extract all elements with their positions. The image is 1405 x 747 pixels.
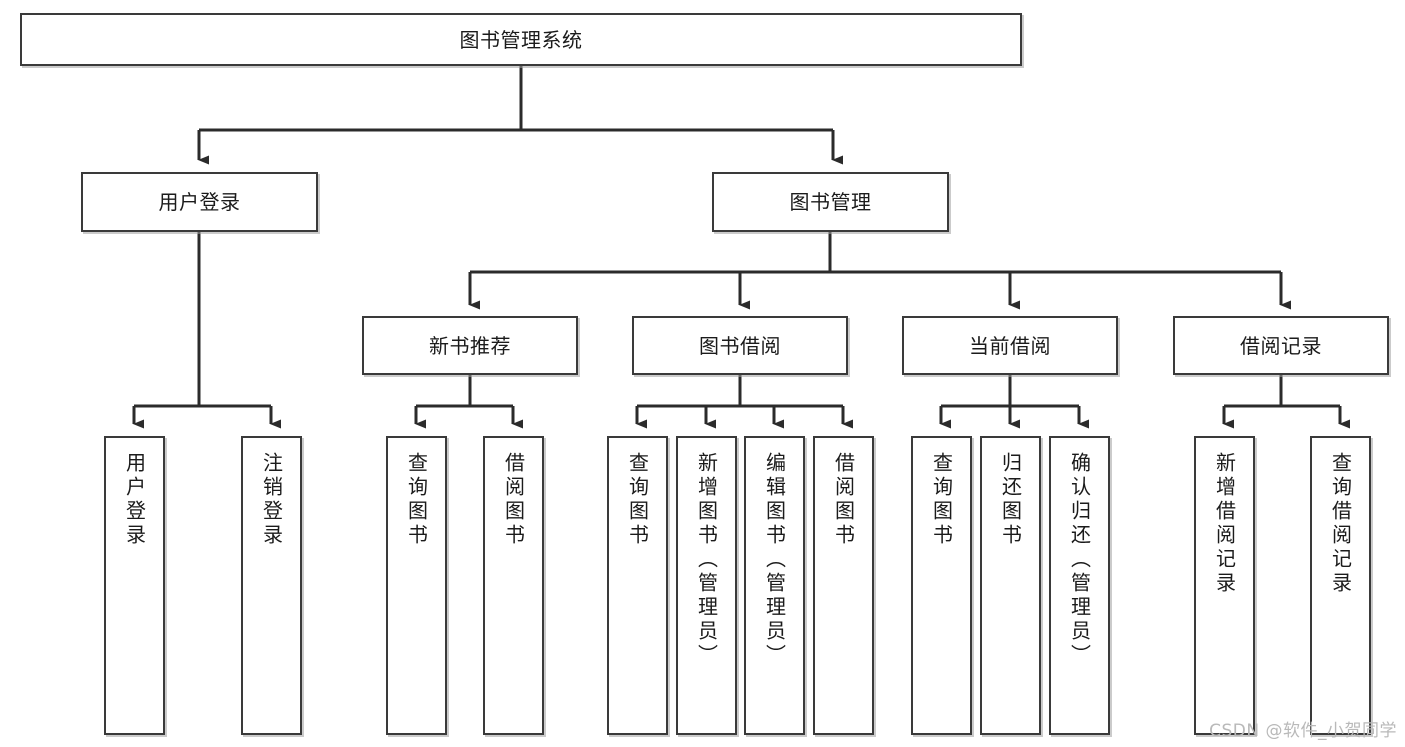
- node-login[interactable]: 用户登录: [81, 172, 318, 232]
- node-book-borrow-label: 图书借阅: [699, 333, 781, 358]
- node-leaf-return-book-label: 归还图书: [998, 452, 1023, 548]
- node-root[interactable]: 图书管理系统: [20, 13, 1022, 66]
- node-leaf-query-book-2-label: 查询图书: [625, 452, 650, 548]
- node-leaf-query-book-1[interactable]: 查询图书: [386, 436, 447, 735]
- node-leaf-return-book[interactable]: 归还图书: [980, 436, 1041, 735]
- node-borrow-record-label: 借阅记录: [1240, 333, 1322, 358]
- node-new-book-recommend-label: 新书推荐: [429, 333, 511, 358]
- node-leaf-confirm-return[interactable]: 确认归还（管理员）: [1049, 436, 1110, 735]
- node-leaf-edit-book[interactable]: 编辑图书（管理员）: [744, 436, 805, 735]
- node-book-management-label: 图书管理: [789, 190, 872, 214]
- node-leaf-user-logout[interactable]: 注销登录: [241, 436, 302, 735]
- node-current-borrow[interactable]: 当前借阅: [902, 316, 1118, 375]
- node-leaf-add-book[interactable]: 新增图书（管理员）: [676, 436, 737, 735]
- node-leaf-confirm-return-label: 确认归还（管理员）: [1067, 452, 1092, 668]
- node-leaf-query-book-3[interactable]: 查询图书: [911, 436, 972, 735]
- node-login-label: 用户登录: [158, 190, 241, 214]
- node-leaf-borrow-book-2[interactable]: 借阅图书: [813, 436, 874, 735]
- watermark-text: CSDN @软件_小贺同学: [1209, 721, 1397, 741]
- node-book-borrow[interactable]: 图书借阅: [632, 316, 848, 375]
- node-leaf-user-login[interactable]: 用户登录: [104, 436, 165, 735]
- node-leaf-user-login-label: 用户登录: [122, 452, 147, 548]
- node-leaf-query-borrow-record-label: 查询借阅记录: [1328, 452, 1353, 596]
- node-leaf-edit-book-label: 编辑图书（管理员）: [762, 452, 787, 668]
- node-leaf-query-book-3-label: 查询图书: [929, 452, 954, 548]
- node-leaf-borrow-book-2-label: 借阅图书: [831, 452, 856, 548]
- node-leaf-borrow-book-1-label: 借阅图书: [501, 452, 526, 548]
- node-new-book-recommend[interactable]: 新书推荐: [362, 316, 578, 375]
- node-current-borrow-label: 当前借阅: [969, 333, 1051, 358]
- node-leaf-query-book-2[interactable]: 查询图书: [607, 436, 668, 735]
- node-leaf-borrow-book-1[interactable]: 借阅图书: [483, 436, 544, 735]
- node-leaf-user-logout-label: 注销登录: [259, 452, 284, 548]
- node-leaf-add-borrow-record-label: 新增借阅记录: [1212, 452, 1237, 596]
- node-leaf-query-book-1-label: 查询图书: [404, 452, 429, 548]
- node-book-management[interactable]: 图书管理: [712, 172, 949, 232]
- node-leaf-add-borrow-record[interactable]: 新增借阅记录: [1194, 436, 1255, 735]
- node-root-label: 图书管理系统: [459, 27, 583, 52]
- node-borrow-record[interactable]: 借阅记录: [1173, 316, 1389, 375]
- node-leaf-add-book-label: 新增图书（管理员）: [694, 452, 719, 668]
- node-leaf-query-borrow-record[interactable]: 查询借阅记录: [1310, 436, 1371, 735]
